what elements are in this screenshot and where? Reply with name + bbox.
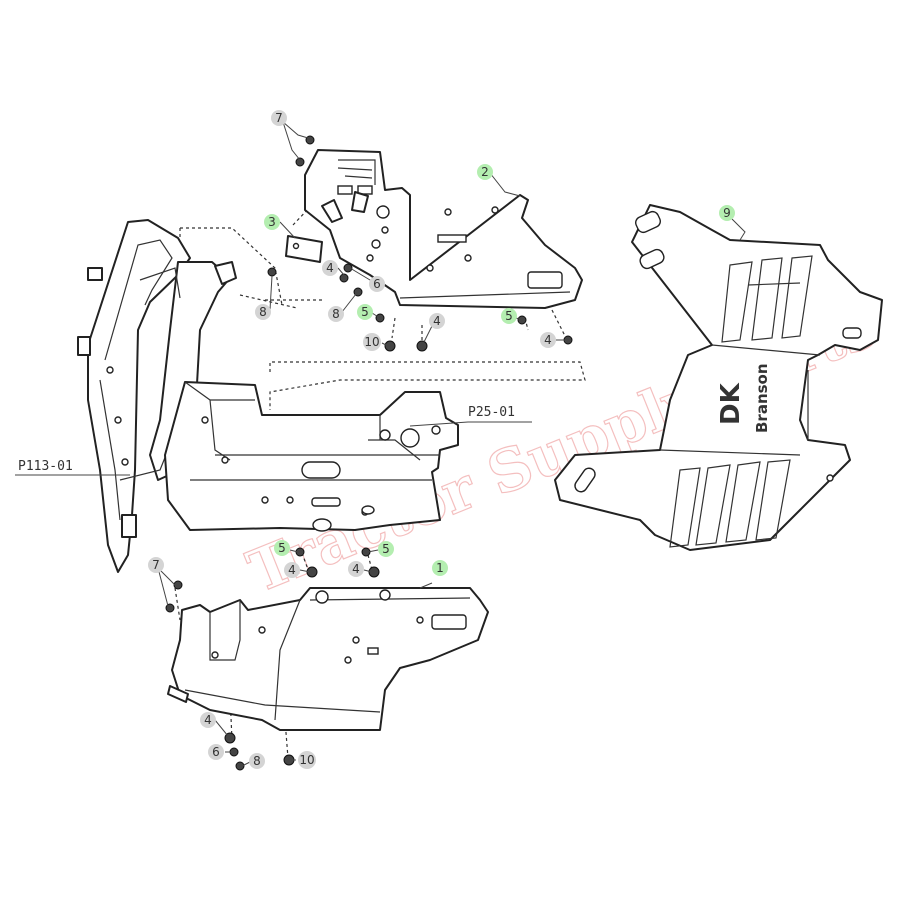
callout-badge xyxy=(429,313,445,329)
callout-badge xyxy=(357,304,373,320)
callout-number: 2 xyxy=(481,165,489,179)
bracket-3 xyxy=(285,235,323,263)
callout-badge xyxy=(284,562,300,578)
chassis-p25 xyxy=(164,381,459,532)
callout-8-bottom: 8 xyxy=(249,753,265,769)
callout-number: 6 xyxy=(212,745,220,759)
leader-lines xyxy=(15,121,746,767)
callout-number: 4 xyxy=(326,261,334,275)
callout-badge xyxy=(249,753,265,769)
nut-4-upper xyxy=(339,273,349,283)
nut-8-bottom xyxy=(235,761,245,771)
callout-badge xyxy=(540,332,556,348)
callout-5-lower-right: 5 xyxy=(378,541,394,557)
callout-badge xyxy=(255,304,271,320)
panel-9: DK Branson xyxy=(554,204,883,551)
callout-badge xyxy=(719,205,735,221)
callout-7-lower: 7 xyxy=(148,557,164,573)
callout-3: 3 xyxy=(264,214,280,230)
callout-2: 2 xyxy=(477,164,493,180)
bolt-10-upper xyxy=(384,340,396,352)
reference-labels: P113-01 P25-01 xyxy=(18,405,515,474)
callout-number: 5 xyxy=(505,309,513,323)
callout-number: 5 xyxy=(278,541,286,555)
callout-badge xyxy=(348,561,364,577)
callout-number: 4 xyxy=(544,333,552,347)
brand-logo: DK xyxy=(716,382,746,425)
callout-6-bottom: 6 xyxy=(208,744,224,760)
nut-4-lower-a xyxy=(306,566,318,578)
callout-5-upper-right: 5 xyxy=(501,308,517,324)
callout-5-lower-left: 5 xyxy=(274,540,290,556)
callout-badge xyxy=(378,541,394,557)
callout-10-upper: 10 xyxy=(363,333,381,351)
callout-badge xyxy=(208,744,224,760)
callout-number: 4 xyxy=(204,713,212,727)
callout-number: 7 xyxy=(152,558,160,572)
nut-4-lower-b xyxy=(368,566,380,578)
callout-5-upper-left: 5 xyxy=(357,304,373,320)
callout-8-upper-left: 8 xyxy=(255,304,271,320)
callout-number: 5 xyxy=(361,305,369,319)
callout-badge xyxy=(200,712,216,728)
callout-badge xyxy=(328,306,344,322)
callouts: 7 2 3 4 6 8 8 5 10 4 5 4 9 5 4 5 4 1 7 4… xyxy=(148,110,735,769)
nut-4-upper-mid xyxy=(416,340,428,352)
callout-6-upper: 6 xyxy=(369,276,385,292)
ref-chassis-label: P25-01 xyxy=(468,405,515,420)
frame-p113 xyxy=(77,219,237,573)
callout-number: 9 xyxy=(723,206,731,220)
callout-number: 4 xyxy=(352,562,360,576)
footrest-tread-lower xyxy=(669,459,791,548)
callout-number: 10 xyxy=(299,753,314,767)
callout-badge xyxy=(369,276,385,292)
callout-number: 4 xyxy=(288,563,296,577)
callout-badge xyxy=(501,308,517,324)
nut-8-upper xyxy=(267,267,277,277)
callout-badge xyxy=(271,110,287,126)
hardware xyxy=(165,135,573,771)
bolt-7-upper xyxy=(305,135,315,145)
callout-4-upper-mid: 4 xyxy=(429,313,445,329)
callout-badge xyxy=(477,164,493,180)
bolt-7-upper-b xyxy=(295,157,305,167)
panel-2 xyxy=(304,149,583,309)
callout-badge xyxy=(274,540,290,556)
ref-frame-label: P113-01 xyxy=(18,459,73,474)
panel-1 xyxy=(167,587,489,731)
callout-8-upper-mid: 8 xyxy=(328,306,344,322)
panel-9-branding: DK Branson xyxy=(716,363,771,433)
callout-10-bottom: 10 xyxy=(298,751,316,769)
washer-6-upper xyxy=(343,263,353,273)
callout-number: 8 xyxy=(253,754,261,768)
callout-number: 5 xyxy=(382,542,390,556)
callout-4-lower-left: 4 xyxy=(284,562,300,578)
brand-name: Branson xyxy=(753,363,771,433)
callout-4-lower-right: 4 xyxy=(348,561,364,577)
callout-7-upper: 7 xyxy=(271,110,287,126)
callout-badge xyxy=(363,333,381,351)
callout-4-bottom: 4 xyxy=(200,712,216,728)
callout-number: 7 xyxy=(275,111,283,125)
callout-badge xyxy=(148,557,164,573)
callout-number: 8 xyxy=(332,307,340,321)
callout-4-upper-left: 4 xyxy=(322,260,338,276)
footrest-tread-upper xyxy=(721,255,813,343)
callout-4-upper-right: 4 xyxy=(540,332,556,348)
callout-number: 1 xyxy=(436,561,444,575)
callout-number: 4 xyxy=(433,314,441,328)
bolt-7-lower-b xyxy=(165,603,175,613)
callout-number: 8 xyxy=(259,305,267,319)
callout-badge xyxy=(432,560,448,576)
callout-badge xyxy=(298,751,316,769)
callout-number: 6 xyxy=(373,277,381,291)
callout-badge xyxy=(322,260,338,276)
callout-1: 1 xyxy=(432,560,448,576)
callout-badge xyxy=(264,214,280,230)
bolt-7-lower-a xyxy=(173,580,183,590)
callout-number: 3 xyxy=(268,215,276,229)
callout-number: 10 xyxy=(364,335,379,349)
callout-9: 9 xyxy=(719,205,735,221)
